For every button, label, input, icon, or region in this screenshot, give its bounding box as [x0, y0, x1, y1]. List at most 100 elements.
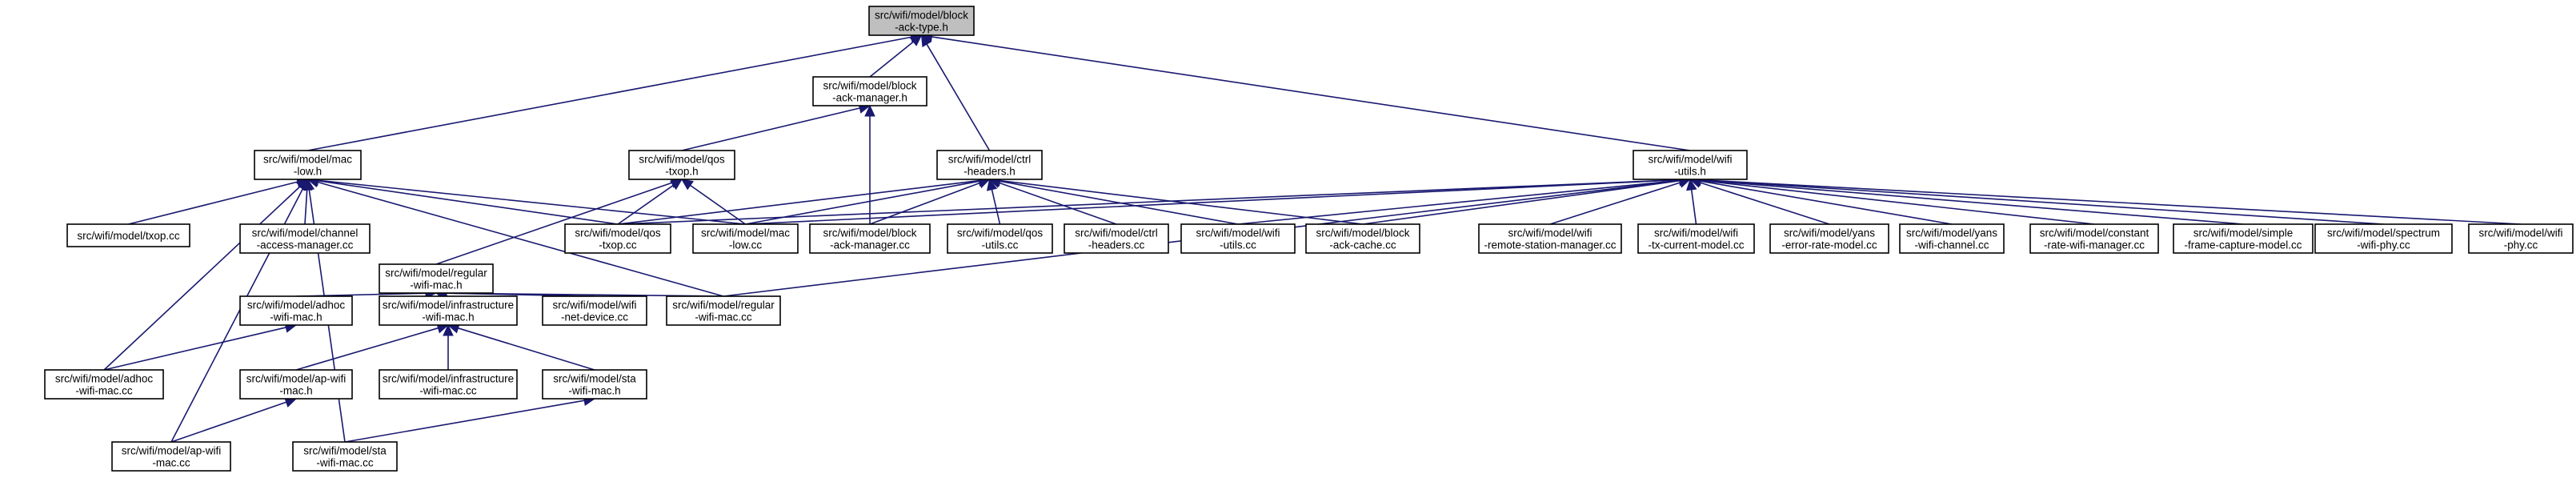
node-box[interactable] [809, 223, 931, 254]
arrowhead-n30-to-n25 [443, 323, 454, 336]
file-node-n15[interactable]: src/wifi/model/block-ack-cache.cc [1305, 223, 1420, 254]
node-box[interactable] [542, 369, 647, 400]
node-label-line: -ack-manager.h [832, 92, 907, 104]
node-box[interactable] [692, 223, 799, 254]
file-node-n23[interactable]: src/wifi/model/wifi-phy.cc [2468, 223, 2574, 254]
file-node-n2[interactable]: src/wifi/model/mac-low.h [254, 150, 362, 180]
file-node-n30[interactable]: src/wifi/model/infrastructure-wifi-mac.c… [379, 369, 518, 400]
node-box[interactable] [379, 295, 518, 326]
arrowhead-n9-to-n3 [670, 179, 683, 191]
file-node-n5[interactable]: src/wifi/model/wifi-utils.h [1633, 150, 1748, 180]
node-label-line: -remote-station-manager.cc [1484, 239, 1616, 251]
node-label-line: -wifi-phy.cc [2357, 239, 2410, 251]
node-label-line: src/wifi/model/wifi [1648, 154, 1732, 166]
edge-n21-to-n5 [1700, 179, 2244, 225]
node-box[interactable] [1478, 223, 1622, 254]
node-box[interactable] [564, 223, 671, 254]
node-label-line: src/wifi/model/qos [575, 227, 661, 239]
file-node-n20[interactable]: src/wifi/model/constant-rate-wifi-manage… [2029, 223, 2159, 254]
file-node-n18[interactable]: src/wifi/model/yans-error-rate-model.cc [1769, 223, 1889, 254]
node-box[interactable] [542, 295, 647, 326]
node-box[interactable] [2468, 223, 2574, 254]
nodes-layer: src/wifi/model/block-ack-type.h src/wifi/… [44, 6, 2574, 472]
node-box[interactable] [379, 369, 518, 400]
file-node-n19[interactable]: src/wifi/model/yans-wifi-channel.cc [1899, 223, 2005, 254]
edge-n1-to-n0 [869, 41, 914, 78]
node-box[interactable] [812, 76, 927, 106]
node-box[interactable] [111, 441, 231, 472]
file-node-n8[interactable]: src/wifi/model/regular-wifi-mac.h [379, 263, 494, 294]
edge-n10-to-n3 [690, 184, 746, 225]
file-node-n24[interactable]: src/wifi/model/adhoc-wifi-mac.h [239, 295, 353, 326]
arrowhead-n10-to-n3 [681, 179, 694, 191]
node-box[interactable] [379, 263, 494, 294]
node-label-line: -wifi-channel.cc [1914, 239, 1989, 251]
file-node-n29[interactable]: src/wifi/model/ap-wifi-mac.h [239, 369, 353, 400]
file-node-n9[interactable]: src/wifi/model/qos-txop.cc [564, 223, 671, 254]
node-box[interactable] [666, 295, 781, 326]
arrowhead-n11-to-n1 [864, 104, 875, 117]
file-node-n27[interactable]: src/wifi/model/regular-wifi-mac.cc [666, 295, 781, 326]
node-box[interactable] [292, 441, 398, 472]
node-box[interactable] [239, 223, 371, 254]
file-node-n1[interactable]: src/wifi/model/block-ack-manager.h [812, 76, 927, 106]
node-box[interactable] [628, 150, 735, 180]
edge-n17-to-n5 [1690, 189, 1697, 225]
node-label-line: src/wifi/model/sta [303, 445, 387, 457]
node-box[interactable] [936, 150, 1043, 180]
node-label-line: -utils.h [1674, 166, 1706, 178]
node-label-line: src/wifi/model/regular [672, 299, 775, 311]
node-label-line: src/wifi/model/ap-wifi [246, 373, 347, 385]
file-node-n31[interactable]: src/wifi/model/sta-wifi-mac.h [542, 369, 647, 400]
node-label-line: src/wifi/model/regular [385, 267, 487, 279]
node-box[interactable] [1899, 223, 2005, 254]
file-node-n6[interactable]: src/wifi/model/txop.cc [66, 223, 190, 247]
node-box[interactable] [2029, 223, 2159, 254]
node-label-line: -frame-capture-model.cc [2184, 239, 2302, 251]
node-box[interactable] [947, 223, 1053, 254]
file-node-n10[interactable]: src/wifi/model/mac-low.cc [692, 223, 799, 254]
edge-n10-to-n2 [318, 179, 746, 225]
node-label-line: src/wifi/model/wifi [1508, 227, 1592, 239]
file-node-n33[interactable]: src/wifi/model/sta-wifi-mac.cc [292, 441, 398, 472]
file-node-n16[interactable]: src/wifi/model/wifi-remote-station-manag… [1478, 223, 1622, 254]
node-box[interactable] [1769, 223, 1889, 254]
file-node-n13[interactable]: src/wifi/model/ctrl-headers.cc [1064, 223, 1169, 254]
node-box[interactable] [1180, 223, 1296, 254]
file-node-n12[interactable]: src/wifi/model/qos-utils.cc [947, 223, 1053, 254]
file-node-n14[interactable]: src/wifi/model/wifi-utils.cc [1180, 223, 1296, 254]
node-label-line: src/wifi/model/yans [1906, 227, 1997, 239]
node-box[interactable] [868, 6, 975, 36]
file-node-n26[interactable]: src/wifi/model/wifi-net-device.cc [542, 295, 647, 326]
node-box[interactable] [66, 223, 190, 247]
file-node-n25[interactable]: src/wifi/model/infrastructure-wifi-mac.h [379, 295, 518, 326]
node-box[interactable] [1633, 150, 1748, 180]
node-box[interactable] [2173, 223, 2314, 254]
node-box[interactable] [2314, 223, 2453, 254]
node-label-line: src/wifi/model/block [823, 80, 916, 92]
file-node-n32[interactable]: src/wifi/model/ap-wifi-mac.cc [111, 441, 231, 472]
file-node-n4[interactable]: src/wifi/model/ctrl-headers.h [936, 150, 1043, 180]
node-box[interactable] [239, 295, 353, 326]
edge-n6-to-n2 [128, 181, 298, 225]
file-node-n7[interactable]: src/wifi/model/channel-access-manager.cc [239, 223, 371, 254]
file-node-n11[interactable]: src/wifi/model/block-ack-manager.cc [809, 223, 931, 254]
node-label-line: -txop.cc [599, 239, 637, 251]
file-node-n17[interactable]: src/wifi/model/wifi-tx-current-model.cc [1637, 223, 1755, 254]
node-box[interactable] [1637, 223, 1755, 254]
edge-n15-to-n5 [1362, 179, 1681, 225]
node-label-line: src/wifi/model/wifi [2478, 227, 2562, 239]
edge-n3-to-n1 [681, 107, 860, 151]
file-node-n21[interactable]: src/wifi/model/simple-frame-capture-mode… [2173, 223, 2314, 254]
node-box[interactable] [1064, 223, 1169, 254]
node-box[interactable] [1305, 223, 1420, 254]
node-label-line: -wifi-mac.h [568, 385, 620, 397]
node-box[interactable] [239, 369, 353, 400]
file-node-n28[interactable]: src/wifi/model/adhoc-wifi-mac.cc [44, 369, 164, 400]
file-node-n3[interactable]: src/wifi/model/qos-txop.h [628, 150, 735, 180]
file-node-n0[interactable]: src/wifi/model/block-ack-type.h [868, 6, 975, 36]
node-box[interactable] [44, 369, 164, 400]
file-node-n22[interactable]: src/wifi/model/spectrum-wifi-phy.cc [2314, 223, 2453, 254]
node-box[interactable] [254, 150, 362, 180]
